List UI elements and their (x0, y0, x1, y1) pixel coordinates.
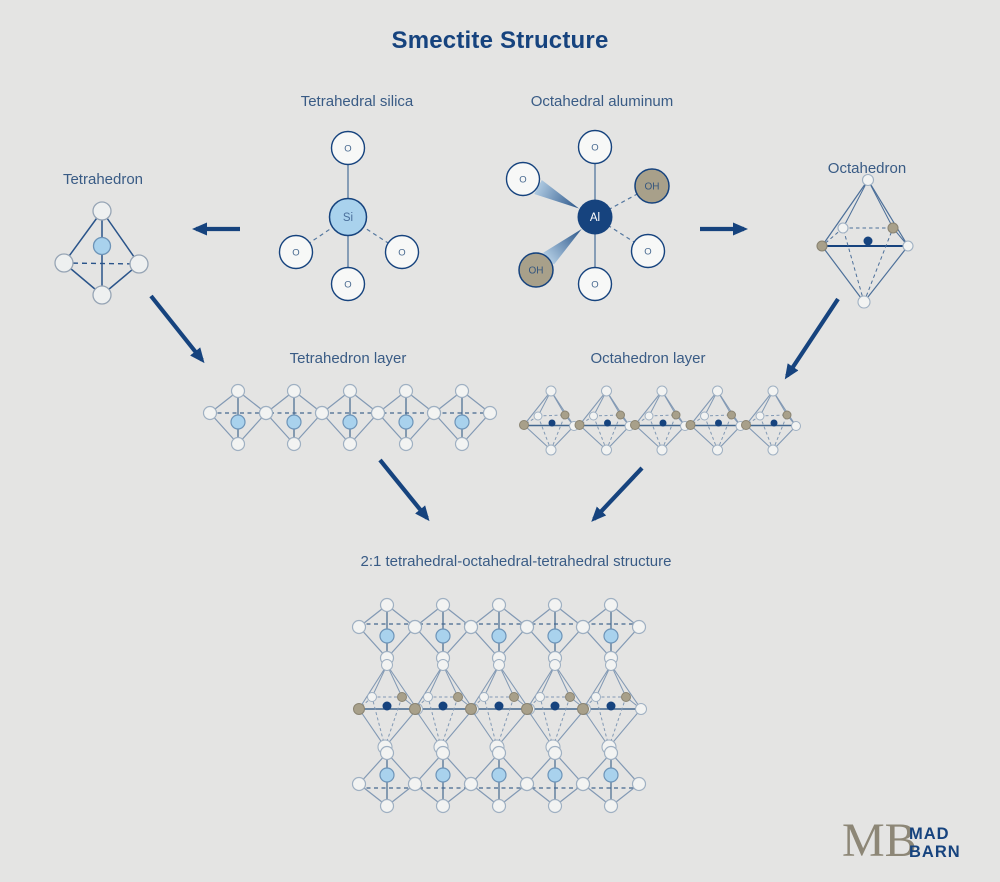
oxygen-atom: O (330, 130, 366, 166)
silica-molecule: O O O O Si (278, 130, 420, 302)
arrow-octahedron-to-layer (784, 297, 840, 380)
svg-text:O: O (344, 144, 351, 155)
label-tetrahedral-silica: Tetrahedral silica (301, 93, 414, 110)
svg-text:O: O (519, 175, 526, 186)
label-tetrahedron: Tetrahedron (63, 171, 143, 188)
flow-arrows (149, 222, 840, 522)
label-octahedral-aluminum: Octahedral aluminum (531, 93, 674, 110)
wedge-bond (534, 180, 579, 209)
logo-initials: MB (842, 814, 917, 867)
svg-text:O: O (644, 247, 651, 258)
tetrahedron-model (54, 201, 149, 305)
tetrahedron-layer (202, 383, 498, 452)
svg-text:Si: Si (343, 212, 353, 224)
oxygen-atom: O (630, 233, 666, 269)
page-title: Smectite Structure (392, 27, 609, 54)
svg-text:O: O (591, 143, 598, 154)
oxygen-atom: O (278, 234, 314, 270)
arrow-tetlayer-to-structure (378, 458, 430, 522)
label-tetrahedron-layer: Tetrahedron layer (290, 350, 407, 367)
arrow-tetrahedron-to-layer (149, 294, 205, 364)
aluminum-molecule: O O OH OH O O Al (505, 129, 670, 302)
wedge-bond (543, 229, 582, 265)
svg-text:Al: Al (590, 212, 600, 224)
label-octahedron: Octahedron (828, 160, 906, 177)
aluminum-atom: Al (577, 199, 613, 235)
oxygen-atom: O (577, 129, 613, 165)
svg-text:O: O (591, 280, 598, 291)
label-combined-structure: 2:1 tetrahedral-octahedral-tetrahedral s… (360, 553, 671, 570)
logo-word-mad: MAD (909, 825, 950, 843)
octahedron-layer (518, 385, 802, 456)
silicon-atom: Si (328, 197, 368, 237)
svg-text:O: O (398, 248, 405, 259)
octahedron-model (816, 173, 914, 309)
svg-text:OH: OH (645, 182, 660, 193)
oxygen-atom: O (577, 266, 613, 302)
madbarn-logo: MB MAD BARN (842, 814, 961, 867)
oxygen-atom: O (384, 234, 420, 270)
hydroxyl-atom: OH (518, 252, 554, 288)
svg-text:O: O (344, 280, 351, 291)
logo-word-barn: BARN (909, 843, 961, 861)
label-octahedron-layer: Octahedron layer (590, 350, 705, 367)
oxygen-atom: O (330, 266, 366, 302)
oxygen-atom: O (505, 161, 541, 197)
hydroxyl-atom: OH (634, 168, 670, 204)
svg-text:O: O (292, 248, 299, 259)
svg-text:OH: OH (529, 266, 544, 277)
arrow-octlayer-to-structure (591, 466, 644, 522)
combined-structure (351, 597, 648, 814)
